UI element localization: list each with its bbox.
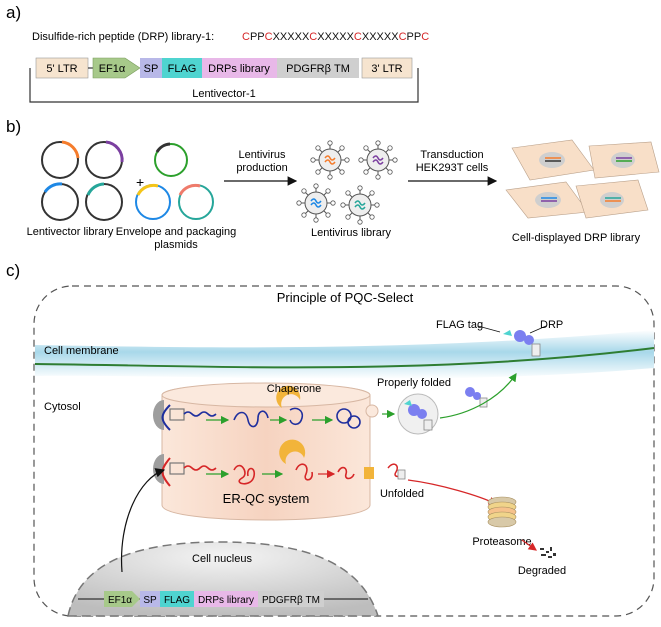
sp-box [140,58,162,78]
ef1a-promoter-arrow [92,57,141,79]
ltr5-label: 5' LTR [46,63,77,75]
er-qc-label: ER-QC system [223,491,310,506]
degradation-arrow-2 [521,539,537,551]
chaperone-label: Chaperone [267,383,321,395]
flag-tag-pointer [477,325,501,333]
plus-sign: + [136,174,144,190]
pdgfr-box [277,58,359,78]
cell-nucleus-label: Cell nucleus [192,553,252,565]
lentivirus-particles [296,140,398,225]
membrane-line [34,347,655,369]
panel-b-label: b) [6,117,21,136]
folding-pathway [183,407,361,429]
surface-drp-icon [503,330,541,357]
displayed-cells [505,139,660,219]
nucleus-sp-label: SP [143,595,157,606]
lentivirus-particle [296,183,336,223]
cell-displayed-label: Cell-displayed DRP library [512,232,641,244]
expression-arrow [120,468,166,573]
cell-membrane-band [35,330,654,379]
drp-label: DRP [540,319,563,331]
proteasome-label: Proteasome [472,536,531,548]
drps-box [202,58,277,78]
cell-membrane-label: Cell membrane [44,345,119,357]
misfolding-pathway [183,463,374,485]
envelope-label-1: Envelope and packaging [116,226,236,238]
lentivirus-particle [358,140,398,180]
cysteine-residue: C [242,31,250,43]
properly-folded-label: Properly folded [377,377,451,389]
lentivirus-production-label-2: production [236,162,287,174]
lentivector-library-label: Lentivector library [27,226,114,238]
vector-backbone [29,68,419,103]
cysteine-residue: C [399,31,407,43]
degraded-fragments-icon [540,547,556,558]
nucleus-ef1a-arrow [104,591,140,607]
lentivirus-particle [340,185,380,225]
ltr3-label: 3' LTR [371,63,402,75]
lentivirus-particle [310,140,350,180]
drps-label: DRPs library [208,63,270,75]
transduction-label-1: Transduction [420,149,483,161]
cysteine-residue: C [309,31,317,43]
nucleus-pdgfr-label: PDGFRβ TM [262,595,320,606]
nucleus-ef1a-label: EF1α [108,595,132,606]
envelope-label-2: plasmids [154,239,198,251]
cysteine-residue: C [354,31,362,43]
lentivector-plasmids [41,140,124,221]
unfolded-drp-icon [387,463,406,480]
envelope-plasmids [135,142,214,220]
exported-drp-icon [465,387,488,408]
nucleus-pdgfr-box [258,591,324,607]
flag-box [162,58,202,78]
transduction-label-2: HEK293T cells [416,162,489,174]
variable-residue: PP [250,31,265,43]
nucleus-drps-box [194,591,258,607]
principle-title: Principle of PQC-Select [277,290,414,305]
cysteine-residue: C [421,31,429,43]
translocon-top [153,400,185,431]
variable-residue: XXXXX [273,31,310,43]
panel-a-label: a) [6,3,21,22]
proteasome-icon [487,496,517,528]
nucleus-drps-label: DRPs library [198,595,254,606]
variable-residue: PP [407,31,422,43]
nucleus-flag-box [160,591,194,607]
variable-residue: XXXXX [317,31,354,43]
nucleus-flag-label: FLAG [164,595,190,606]
lentivirus-production-label-1: Lentivirus [238,149,286,161]
cysteine-residue: C [265,31,273,43]
folded-drp-icon [404,400,433,431]
library-sequence: CPPCXXXXXCXXXXXCXXXXXCPPC [242,31,429,43]
export-arrow [439,373,517,419]
er-qc-system [161,382,379,521]
sp-label: SP [144,63,159,75]
cytosol-label: Cytosol [44,401,81,413]
ef1a-label: EF1α [99,63,126,75]
lentivirus-library-label: Lentivirus library [311,227,392,239]
chaperone-icon [276,385,301,408]
degraded-label: Degraded [518,565,566,577]
nucleus-sp-box [140,591,160,607]
pdgfr-label: PDGFRβ TM [286,63,350,75]
variable-residue: XXXXX [362,31,399,43]
drp-pointer [529,325,547,334]
vector-name: Lentivector-1 [192,88,256,100]
flag-label: FLAG [168,63,197,75]
flag-tag-label: FLAG tag [436,319,483,331]
ltr3-box [361,57,413,79]
chaperone-icon-2 [279,439,306,464]
panel-c-label: c) [6,261,20,280]
unfolded-label: Unfolded [380,488,424,500]
library-title: Disulfide-rich peptide (DRP) library-1: [32,31,214,43]
